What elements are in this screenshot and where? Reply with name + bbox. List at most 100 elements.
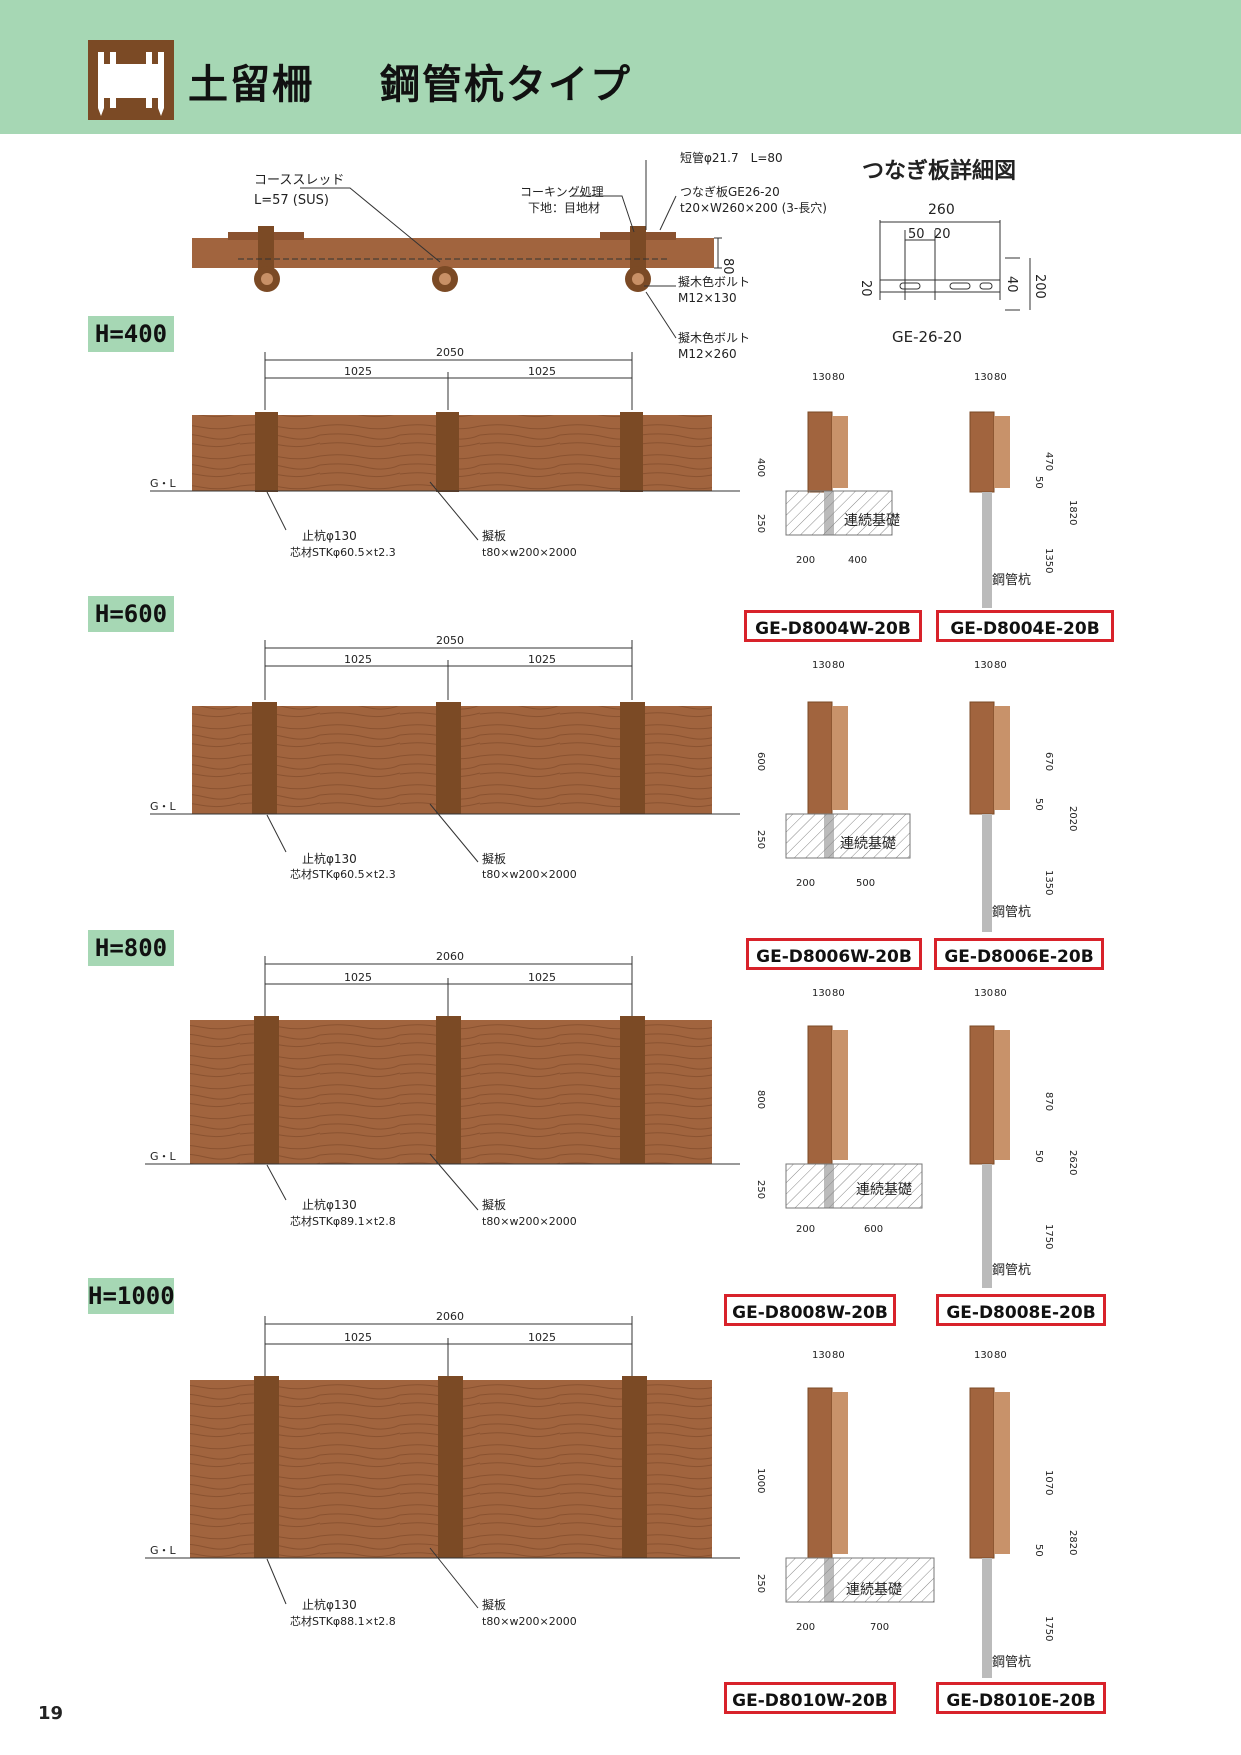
joint-d1: 50	[908, 227, 925, 242]
found-w-600: 500	[856, 878, 875, 889]
board-size-400: t80×w200×2000	[482, 546, 577, 559]
post-w-400-e: 130	[974, 372, 993, 383]
post-d-600-w: 80	[832, 660, 845, 671]
pile-len-800: 1750	[1043, 1224, 1054, 1249]
half-a-600: 1025	[344, 653, 372, 666]
joint-code: GE-26-20	[892, 328, 962, 346]
half-b-1000: 1025	[528, 1331, 556, 1344]
half-b-800: 1025	[528, 971, 556, 984]
board-800: 擬板	[482, 1197, 506, 1212]
height-badge-400: H=400	[88, 316, 174, 352]
h-400-w: 400	[755, 458, 766, 477]
joint-detail-title: つなぎ板詳細図	[862, 158, 1016, 184]
gl-400: G・L	[150, 477, 177, 490]
dim-80: 80	[720, 258, 735, 275]
joint-w: 260	[928, 202, 955, 218]
gap-600: 50	[1033, 798, 1044, 811]
post-w-400-w: 130	[812, 372, 831, 383]
h-600-w: 600	[755, 752, 766, 771]
height-badge-1000: H=1000	[88, 1278, 175, 1314]
post-w-600-w: 130	[812, 660, 831, 671]
gap-1000: 50	[1033, 1544, 1044, 1557]
h-800-w: 800	[755, 1090, 766, 1109]
stk-1000: 芯材STKφ88.1×t2.8	[290, 1614, 396, 1628]
post-h-1000: 1070	[1043, 1470, 1054, 1495]
base-800-w: 200	[796, 1224, 815, 1235]
fence-logo-icon	[88, 40, 174, 120]
stop-pile-800: 止杭φ130	[302, 1197, 357, 1212]
label-bolt1: 擬木色ボルト	[678, 274, 750, 289]
half-b-600: 1025	[528, 653, 556, 666]
gap-800: 50	[1033, 1150, 1044, 1163]
foundation-800: 連続基礎	[856, 1181, 912, 1198]
product-code-e-400: GE-D8004E-20B	[936, 610, 1114, 642]
product-code-w-400: GE-D8004W-20B	[744, 610, 922, 642]
label-bolt1-size: M12×130	[678, 291, 737, 305]
post-d-1000-e: 80	[994, 1350, 1007, 1361]
post-d-600-e: 80	[994, 660, 1007, 671]
label-bolt2-size: M12×260	[678, 347, 737, 361]
stk-800: 芯材STKφ89.1×t2.8	[290, 1214, 396, 1228]
section-h400: 2050 1025 1025 G・L 止杭φ130 芯材STKφ60.5×t2.…	[150, 346, 1078, 608]
label-short-pipe: 短管φ21.7 L=80	[680, 150, 783, 165]
post-d-800-e: 80	[994, 988, 1007, 999]
label-caulking: コーキング処理	[520, 185, 604, 199]
total-800: 2060	[436, 950, 464, 963]
steel-pile-1000: 鋼管杭	[992, 1655, 1031, 1670]
stk-600: 芯材STKφ60.5×t2.3	[290, 867, 396, 881]
post-h-600: 670	[1043, 752, 1054, 771]
label-bolt2: 擬木色ボルト	[678, 330, 750, 345]
steel-pile-800: 鋼管杭	[992, 1263, 1031, 1278]
product-code-e-1000: GE-D8010E-20B	[936, 1682, 1106, 1714]
total-h-1000: 2820	[1067, 1530, 1078, 1555]
joint-plate-detail: つなぎ板詳細図 260 50 20 20 40 200 GE-26-20	[858, 158, 1047, 346]
product-code-w-1000: GE-D8010W-20B	[724, 1682, 896, 1714]
page-number: 19	[38, 1703, 64, 1724]
joint-d2: 20	[934, 227, 951, 242]
post-h-400: 470	[1043, 452, 1054, 471]
embed-400-w: 250	[755, 514, 766, 533]
height-badge-800: H=800	[88, 930, 174, 966]
embed-800-w: 250	[755, 1180, 766, 1199]
stk-400: 芯材STKφ60.5×t2.3	[290, 545, 396, 559]
top-plan-diagram: 80 コーススレッド L=57 (SUS) コーキング処理 下地：目地材 短管φ…	[192, 150, 827, 361]
gap-400: 50	[1033, 476, 1044, 489]
stop-pile-1000: 止杭φ130	[302, 1597, 357, 1612]
total-400: 2050	[436, 346, 464, 359]
post-w-800-w: 130	[812, 988, 831, 999]
found-w-1000: 700	[870, 1622, 889, 1633]
half-a-400: 1025	[344, 365, 372, 378]
half-a-800: 1025	[344, 971, 372, 984]
embed-1000-w: 250	[755, 1574, 766, 1593]
label-coarse-thread-len: L=57 (SUS)	[254, 193, 329, 208]
base-600-w: 200	[796, 878, 815, 889]
page-header	[0, 0, 1241, 134]
board-400: 擬板	[482, 528, 506, 543]
total-600: 2050	[436, 634, 464, 647]
label-coarse-thread: コーススレッド	[254, 173, 344, 188]
label-joint-plate-size: t20×W260×200 (3-長穴)	[680, 200, 827, 215]
board-size-600: t80×w200×2000	[482, 868, 577, 881]
joint-h2: 40	[1004, 276, 1019, 293]
post-w-1000-e: 130	[974, 1350, 993, 1361]
page-subtitle: 鋼管杭タイプ	[380, 62, 632, 108]
gl-800: G・L	[150, 1150, 177, 1163]
found-w-800: 600	[864, 1224, 883, 1235]
total-h-400: 1820	[1067, 500, 1078, 525]
found-w-400: 400	[848, 555, 867, 566]
stop-pile-400: 止杭φ130	[302, 528, 357, 543]
foundation-1000: 連続基礎	[846, 1581, 902, 1598]
product-code-w-800: GE-D8008W-20B	[724, 1294, 896, 1326]
gl-1000: G・L	[150, 1544, 177, 1557]
section-h800: 2060 1025 1025 G・L 止杭φ130 芯材STKφ89.1×t2.…	[145, 950, 1078, 1288]
pile-len-400: 1350	[1043, 548, 1054, 573]
board-600: 擬板	[482, 851, 506, 866]
base-1000-w: 200	[796, 1622, 815, 1633]
section-h600: 2050 1025 1025 G・L 止杭φ130 芯材STKφ60.5×t2.…	[150, 634, 1078, 932]
board-size-1000: t80×w200×2000	[482, 1615, 577, 1628]
steel-pile-600: 鋼管杭	[992, 905, 1031, 920]
pile-len-600: 1350	[1043, 870, 1054, 895]
post-h-800: 870	[1043, 1092, 1054, 1111]
label-caulking-base: 下地：目地材	[528, 201, 600, 215]
